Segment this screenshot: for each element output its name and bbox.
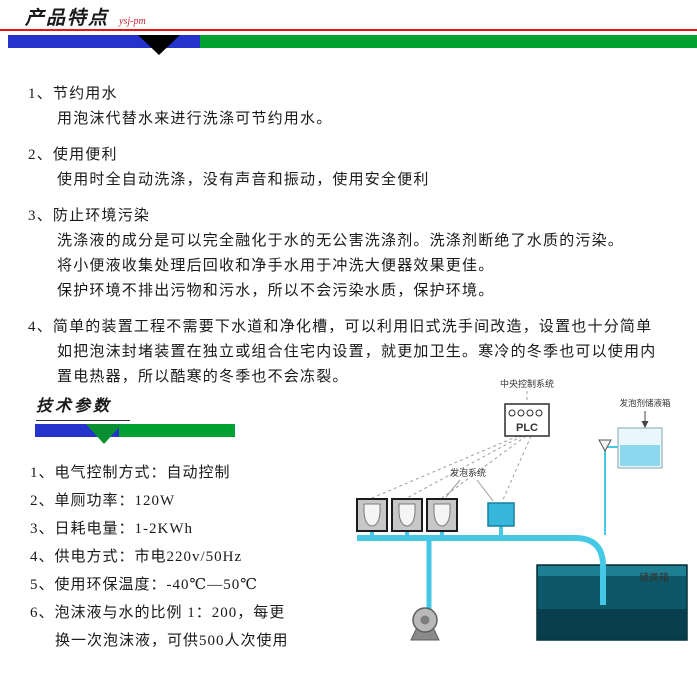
urinal-unit-2 (391, 498, 423, 532)
page-title: 产品特点 (25, 8, 110, 29)
system-diagram: 储粪箱 (356, 378, 688, 641)
features-section-bar (8, 35, 697, 55)
storage-tank: 储粪箱 (536, 564, 688, 641)
valve-icon (598, 439, 612, 453)
feature-line: 保护环境不排出污物和污水，所以不会污染水质，保护环境。 (57, 283, 495, 299)
storage-tank-label: 储粪箱 (639, 571, 669, 584)
tech-params-section-bar (35, 424, 235, 444)
foam-agent-tank-arrow (641, 411, 649, 428)
pump-icon (410, 607, 440, 641)
feature-line: 洗涤液的成分是可以完全融化于水的无公害洗涤剂。洗涤剂断绝了水质的污染。 (57, 233, 625, 249)
foam-generator-box (487, 502, 515, 527)
tech-params-title: 技术参数 (36, 392, 131, 421)
green-triangle-marker (86, 424, 122, 444)
feature-title: 2、使用便利 (28, 147, 118, 163)
foam-agent-tank (617, 427, 663, 469)
foam-system-label: 发泡系统 (450, 467, 486, 478)
urinal-unit-1 (356, 498, 388, 532)
bar-green-segment (200, 35, 697, 48)
control-signal-lines (371, 391, 532, 503)
param-item-wrap-line: 换一次泡沫液，可供500人次使用 (55, 633, 289, 649)
urinal-unit-3 (426, 498, 458, 532)
feature-item-4: 4、简单的装置工程不需要下水道和净化槽，可以利用旧式洗手间改造，设置也十分简单 … (28, 315, 683, 390)
feature-line: 如把泡沫封堵装置在独立或组合住宅内设置，就更加卫生。寒冷的冬季也可以使用内 (57, 344, 657, 360)
param-item: 2、单厕功率：120W (30, 493, 176, 509)
black-triangle-marker (138, 35, 180, 55)
foam-agent-tank-label: 发泡剂储液箱 (619, 398, 671, 408)
bar-green-segment (119, 424, 235, 437)
feature-title: 3、防止环境污染 (28, 208, 151, 224)
page-header: 产品特点 ysj-pm (25, 3, 146, 30)
feature-line: 将小便液收集处理后回收和净手水用于冲洗大便器效果更佳。 (57, 258, 495, 274)
feature-line: 置电热器，所以酷寒的冬季也不会冻裂。 (57, 369, 349, 385)
page-title-suffix: ysj-pm (119, 16, 146, 27)
param-item: 4、供电方式：市电220v/50Hz (30, 549, 243, 565)
tech-params-list: 1、电气控制方式：自动控制 2、单厕功率：120W 3、日耗电量：1-2KWh … (30, 459, 289, 655)
plc-label: PLC (516, 422, 538, 434)
param-item: 3、日耗电量：1-2KWh (30, 521, 193, 537)
feature-title: 4、简单的装置工程不需要下水道和净化槽，可以利用旧式洗手间改造，设置也十分简单 (28, 319, 653, 335)
feature-item-1: 1、节约用水 用泡沫代替水来进行洗涤可节约用水。 (28, 82, 683, 132)
param-item: 1、电气控制方式：自动控制 (30, 465, 231, 481)
feature-item-3: 3、防止环境污染 洗涤液的成分是可以完全融化于水的无公害洗涤剂。洗涤剂断绝了水质… (28, 204, 683, 304)
feature-item-2: 2、使用便利 使用时全自动洗涤，没有声音和振动，使用安全便利 (28, 143, 683, 193)
feature-list: 1、节约用水 用泡沫代替水来进行洗涤可节约用水。 2、使用便利 使用时全自动洗涤… (28, 82, 683, 401)
central-control-label: 中央控制系统 (500, 378, 554, 389)
param-item: 5、使用环保温度：-40℃—50℃ (30, 577, 259, 593)
foam-system-pointer-lines (445, 479, 494, 502)
feature-line: 使用时全自动洗涤，没有声音和振动，使用安全便利 (57, 172, 430, 188)
plc-controller: PLC (504, 403, 550, 437)
param-item: 6、泡沫液与水的比例 1：200，每更 (30, 605, 286, 621)
feature-line: 用泡沫代替水来进行洗涤可节约用水。 (57, 111, 333, 127)
red-divider-line (0, 29, 697, 31)
feature-title: 1、节约用水 (28, 86, 118, 102)
